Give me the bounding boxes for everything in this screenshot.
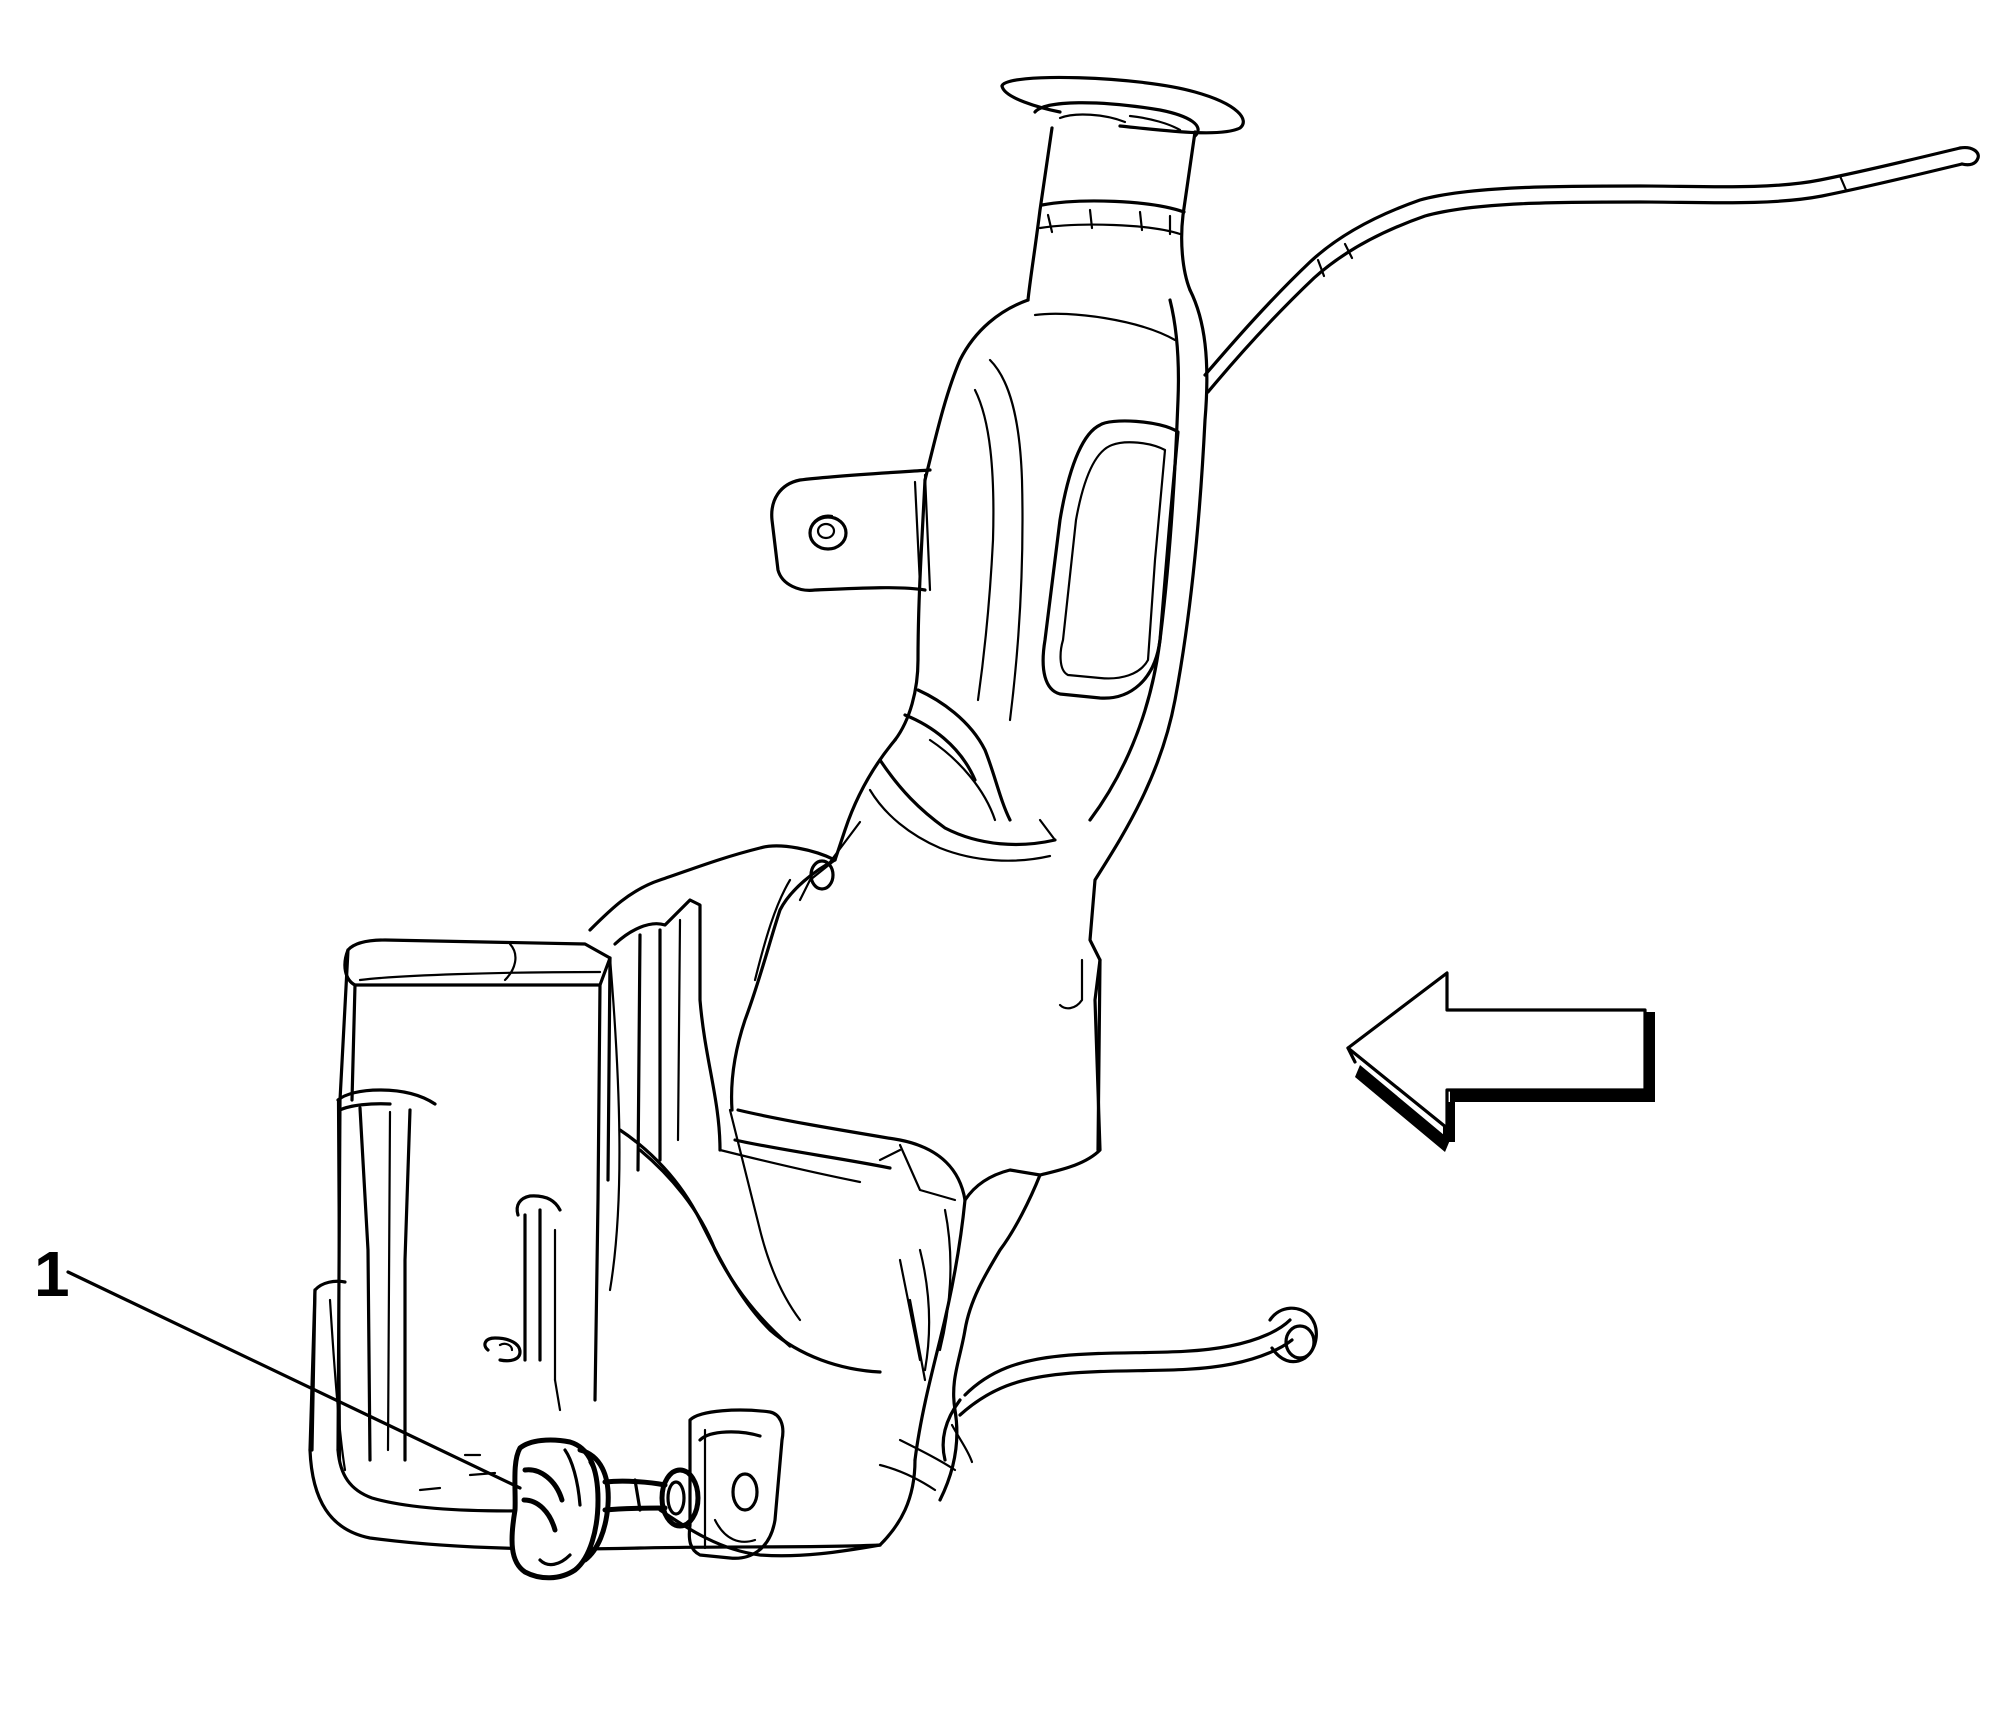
reservoir-upper-body — [923, 288, 1209, 1177]
callout-1 — [66, 1270, 522, 1490]
reservoir-mid-section — [588, 478, 1102, 1152]
washer-pump — [509, 1408, 785, 1581]
callout-label-1: 1 — [34, 1238, 70, 1310]
washer-hose-lower — [941, 1306, 1318, 1464]
view-direction-arrow — [1346, 971, 1655, 1152]
filler-neck — [1000, 75, 1245, 302]
mounting-tab — [770, 468, 932, 592]
reservoir-lower-body — [308, 898, 1042, 1558]
washer-hose-upper — [1203, 146, 1980, 394]
